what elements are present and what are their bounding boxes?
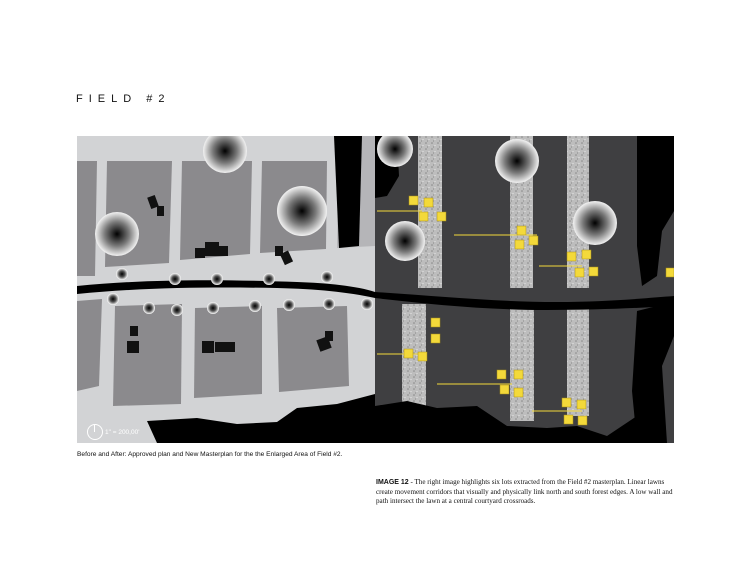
image-description: IMAGE 12 - The right image highlights si… <box>376 478 676 507</box>
scale-text: 1" = 200,00' <box>105 428 140 436</box>
figure-caption: Before and After: Approved plan and New … <box>77 451 343 458</box>
before-after-plan-figure <box>77 136 674 443</box>
description-lead: IMAGE 12 <box>376 479 409 486</box>
north-arrow-icon <box>87 424 103 440</box>
new-masterplan <box>375 136 674 443</box>
approved-plan <box>77 136 375 443</box>
description-body: - The right image highlights six lots ex… <box>376 478 673 506</box>
page-title: FIELD #2 <box>76 93 171 105</box>
scale-indicator: 1" = 200,00' <box>87 424 139 440</box>
